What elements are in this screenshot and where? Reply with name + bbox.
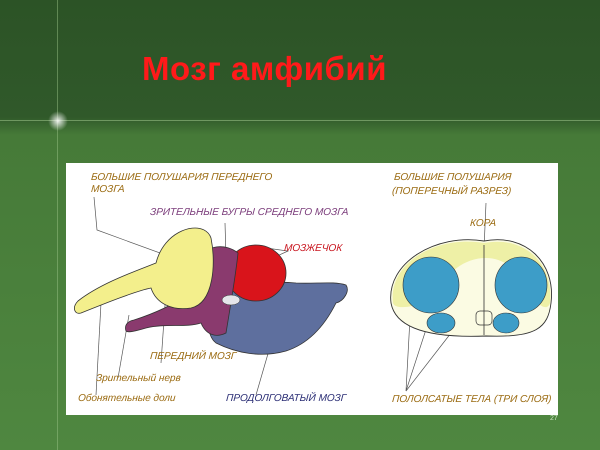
label-medulla: ПРОДОЛГОВАТЫЙ МОЗГ (225, 393, 347, 404)
decorative-vertical-line (57, 0, 58, 450)
brain-figure: БОЛЬШИЕ ПОЛУШАРИЯ ПЕРЕДНЕГО МОЗГА ЗРИТЕЛ… (66, 163, 558, 415)
label-optic-nerve: Зрительный нерв (95, 373, 182, 384)
striatum-left (402, 256, 460, 314)
hemispheres-shape (74, 227, 214, 314)
label-hemispheres-2: МОЗГА (90, 184, 125, 195)
label-forebrain: ПЕРЕДНИЙ МОЗГ (149, 351, 237, 362)
medulla-shape (208, 281, 348, 355)
label-cortex: КОРА (469, 218, 497, 229)
page-number: 27 (550, 415, 558, 422)
label-cerebellum: МОЗЖЕЧОК (283, 243, 343, 254)
label-striatum: ПОЛОЛСАТЫЕ ТЕЛА (ТРИ СЛОЯ) (391, 394, 552, 405)
label-olfactory-lobes: Обонятельные доли (77, 393, 176, 404)
slide-title: Мозг амфибий (142, 50, 387, 87)
label-optic-lobes: ЗРИТЕЛЬНЫЕ БУГРЫ СРЕДНЕГО МОЗГА (149, 207, 349, 218)
brain-illustration (74, 196, 552, 396)
label-hemispheres: БОЛЬШИЕ ПОЛУШАРИЯ ПЕРЕДНЕГО (90, 172, 273, 183)
decorative-sparkle (48, 111, 68, 131)
label-cross-section-title-1: БОЛЬШИЕ ПОЛУШАРИЯ (393, 172, 512, 183)
decorative-horizontal-line (0, 120, 600, 121)
striatum-right (494, 256, 548, 314)
label-cross-section-title-2: (ПОПЕРЕЧНЫЙ РАЗРЕЗ) (391, 186, 512, 197)
